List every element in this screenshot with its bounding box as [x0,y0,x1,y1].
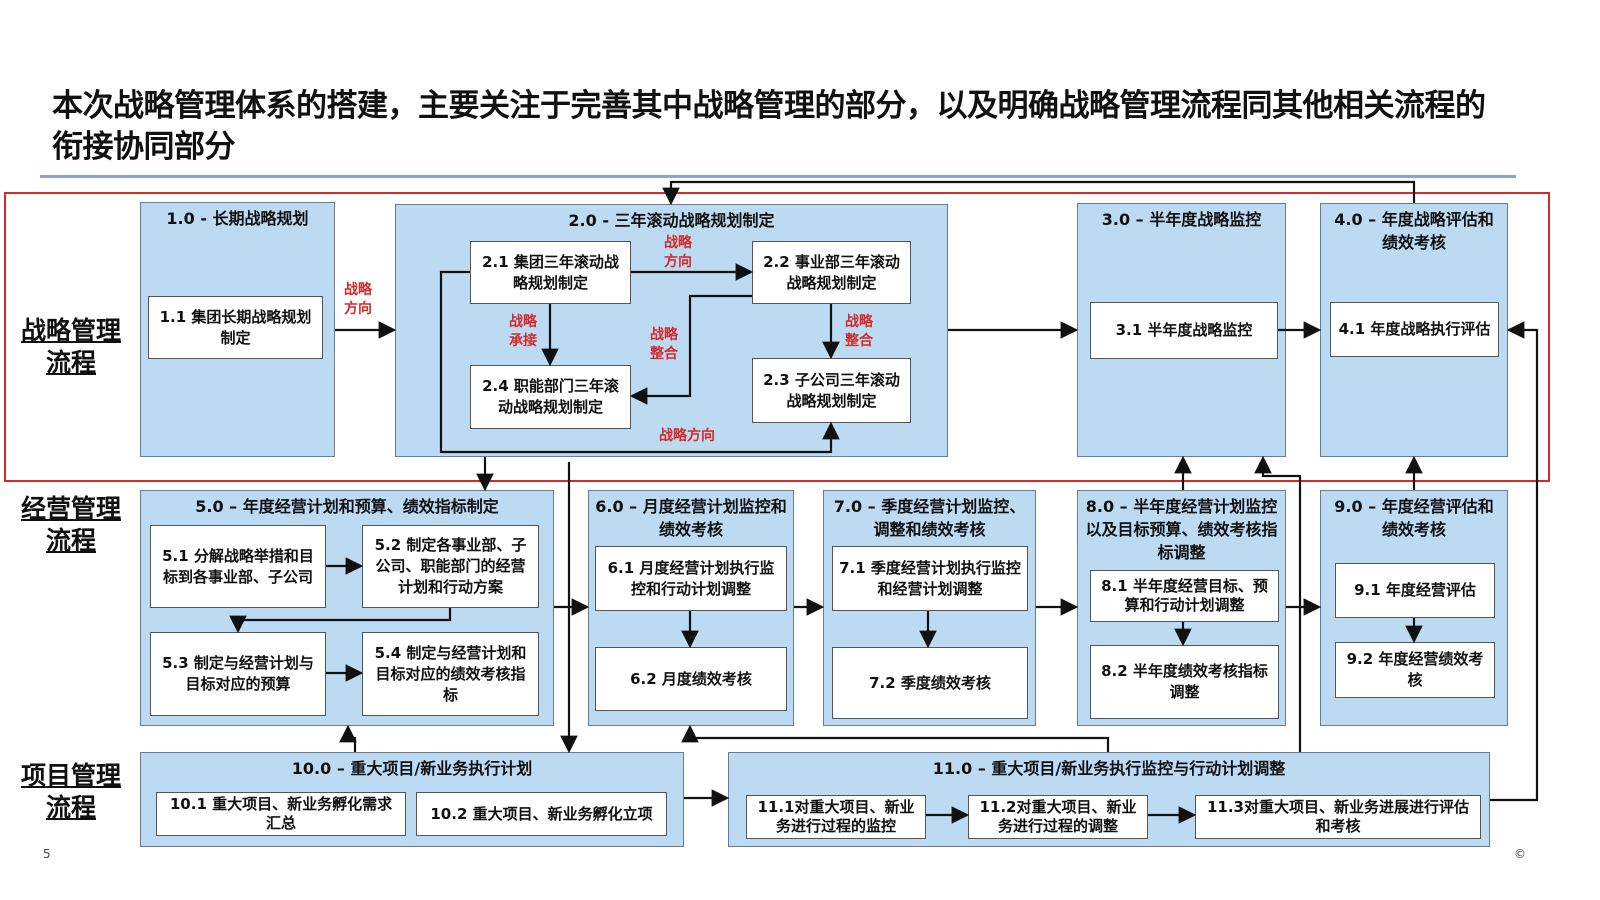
group-title: 5.0 – 年度经营计划和预算、绩效指标制定 [195,497,499,516]
step-2-4: 2.4 职能部门三年滚动战略规划制定 [470,365,631,429]
arrow-11-to-4 [1490,321,1539,802]
step-8-1: 8.1 半年度经营目标、预算和行动计划调整 [1090,570,1279,622]
arrow-11-to-6 [681,724,1110,752]
step-6-1: 6.1 月度经营计划执行监控和行动计划调整 [595,546,787,611]
page-number: 5 [43,847,51,861]
arrow-4-to-2-top [662,180,1416,206]
group-title: 10.0 – 重大项目/新业务执行计划 [291,759,533,778]
arrow-label-strategic-direction: 战略方向 [659,428,715,444]
copyright-mark: © [1514,847,1526,861]
group-title: 1.0 - 长期战略规划 [166,209,309,228]
strategy-highlight-frame [4,192,1550,482]
step-10-2: 10.2 重大项目、新业务孵化立项 [416,792,667,836]
arrow-label-strategic-succession: 战略承接 [509,314,537,349]
arrow-label-strategic-integration: 战略整合 [845,314,873,349]
step-9-1: 9.1 年度经营评估 [1335,563,1495,618]
row-label-operations: 经营管理流程 [20,494,121,555]
arrow-label-strategic-integration: 战略整合 [650,327,678,362]
group-title: 4.0 – 年度战略评估和绩效考核 [1334,210,1494,252]
arrow-5-2-to-5-3 [229,608,452,634]
step-4-1: 4.1 年度战略执行评估 [1330,302,1499,357]
step-2-2: 2.2 事业部三年滚动战略规划制定 [752,241,911,304]
step-3-1: 3.1 半年度战略监控 [1090,302,1278,359]
step-6-2: 6.2 月度绩效考核 [595,647,787,711]
group-title: 2.0 - 三年滚动战略规划制定 [568,211,775,230]
arrow-2-2-to-2-4 [629,294,752,405]
step-5-4: 5.4 制定与经营计划和目标对应的绩效考核指标 [362,632,539,716]
step-5-1: 5.1 分解战略举措和目标到各事业部、子公司 [150,525,326,608]
step-10-1: 10.1 重大项目、新业务孵化需求汇总 [156,792,406,836]
step-7-1: 7.1 季度经营计划执行监控和经营计划调整 [832,546,1028,611]
step-8-2: 8.2 半年度绩效考核指标调整 [1090,645,1279,719]
step-11-2: 11.2对重大项目、新业务进行过程的调整 [968,795,1148,839]
group-title: 11.0 – 重大项目/新业务执行监控与行动计划调整 [932,759,1286,778]
arrow-label-strategic-direction: 战略方向 [664,235,692,270]
step-7-2: 7.2 季度绩效考核 [832,647,1028,719]
step-11-1: 11.1对重大项目、新业务进行过程的监控 [746,795,926,839]
title-divider [40,175,1516,178]
step-9-2: 9.2 年度经营绩效考核 [1335,642,1495,698]
slide-title: 本次战略管理体系的搭建，主要关注于完善其中战略管理的部分，以及明确战略管理流程同… [52,88,1486,165]
row-label-strategy: 战略管理流程 [20,316,121,377]
group-title: 9.0 – 年度经营评估和绩效考核 [1334,497,1494,539]
step-2-1: 2.1 集团三年滚动战略规划制定 [470,241,631,304]
arrow-10-to-5 [339,724,357,752]
arrow-label-strategic-direction: 战略方向 [344,282,372,317]
step-5-3: 5.3 制定与经营计划与目标对应的预算 [150,632,326,716]
step-2-3: 2.3 子公司三年滚动战略规划制定 [752,358,911,423]
group-title: 7.0 – 季度经营计划监控、调整和绩效考核 [833,497,1026,539]
step-5-2: 5.2 制定各事业部、子公司、职能部门的经营计划和行动方案 [362,525,539,608]
step-11-3: 11.3对重大项目、新业务进展进行评估和考核 [1195,795,1481,839]
group-title: 3.0 – 半年度战略监控 [1101,210,1262,229]
group-title: 6.0 – 月度经营计划监控和绩效考核 [595,497,787,539]
arrow-11-to-3 [1254,455,1302,752]
step-1-1: 1.1 集团长期战略规划制定 [148,296,323,359]
group-title: 8.0 – 半年度经营计划监控以及目标预算、绩效考核指标调整 [1085,497,1278,562]
row-label-projects: 项目管理流程 [20,761,121,822]
arrow-2-1-to-2-3-loop [439,270,840,454]
